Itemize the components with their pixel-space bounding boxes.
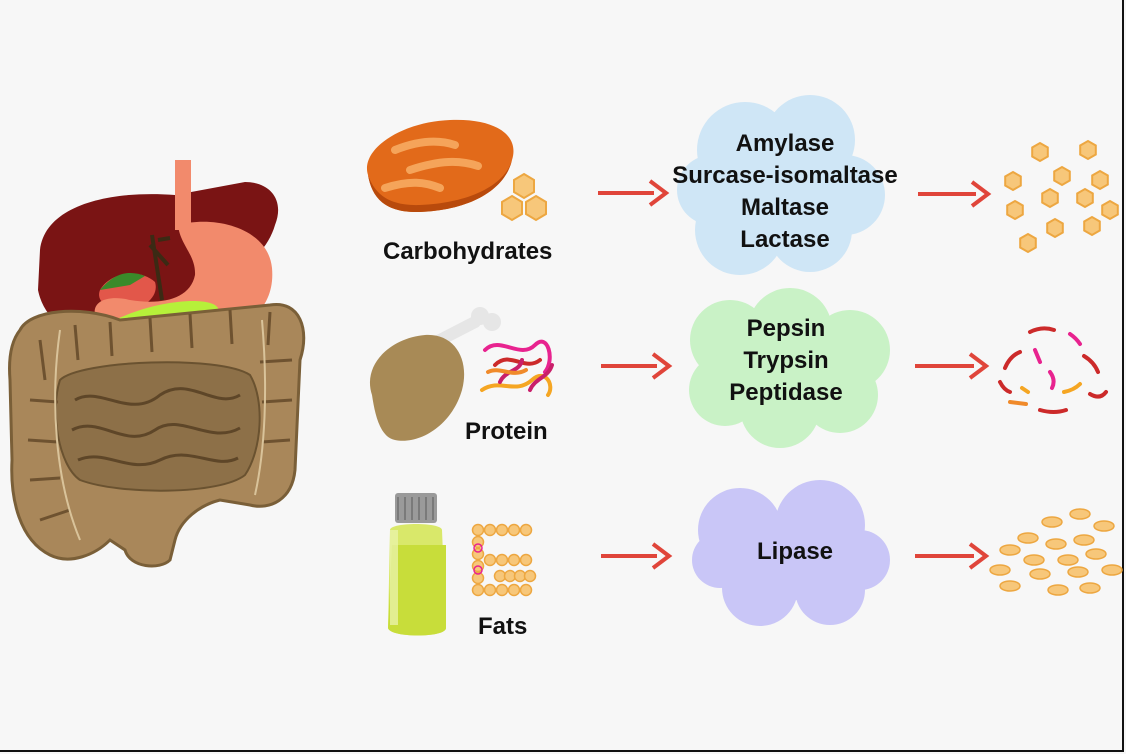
enzyme-maltase: Maltase [740,194,830,221]
sugar-molecule-icon [501,172,547,222]
amino-acid-fragment-11 [1038,408,1068,414]
monosaccharide-8 [1101,199,1119,221]
amino-acid-fragment-5 [1082,354,1100,374]
monosaccharide-1 [1079,139,1097,161]
monosaccharide-4 [1091,169,1109,191]
product-monosaccharides [1004,139,1119,254]
lipid-bead-3 [507,523,521,537]
monosaccharide-10 [1083,215,1101,237]
lipid-bead-0 [471,523,485,537]
monosaccharide-2 [1004,170,1022,192]
lipid-bead-1 [483,523,497,537]
amino-acid-fragment-4 [1048,370,1056,390]
lipid-bead-9 [483,553,497,567]
lipid-head [473,543,483,553]
lipid-bead-13 [471,583,485,597]
enzyme-list-protein: Pepsin Trypsin Peptidase [696,313,876,409]
amino-acid-fragment-9 [1088,390,1108,399]
enzyme-amylase: Amylase [735,130,835,157]
monosaccharide-5 [1041,187,1059,209]
lipid-bead-8 [471,571,485,585]
arrows [598,179,992,570]
enzyme-trypsin: Trypsin [743,347,829,374]
monosaccharide-6 [1076,187,1094,209]
monosaccharide-9 [1046,217,1064,239]
monosaccharide-3 [1053,165,1071,187]
arrow-enzyme-to-product-3 [915,542,990,570]
enzyme-lipase: Lipase [756,538,834,565]
fatty-acid-4 [1045,538,1067,550]
lipid-bead-16 [507,583,521,597]
enzyme-surcase-isomaltase: Surcase-isomaltase [672,162,898,189]
lipid-bead-15 [495,583,509,597]
arrow-nutrient-to-enzyme-3 [601,542,673,570]
amino-acid-fragment-0 [1028,326,1056,334]
monosaccharide-7 [1006,199,1024,221]
arrow-nutrient-to-enzyme-2 [601,352,673,380]
lipid-bead-21 [523,569,537,583]
fatty-acid-chain-icon [471,523,537,597]
enzyme-cloud-3 [692,480,890,626]
enzyme-cloud-1 [677,95,885,275]
amino-acid-fragment-6 [998,380,1012,394]
label-protein: Protein [465,418,548,445]
lipid-bead-11 [507,553,521,567]
lipid-bead-17 [519,583,533,597]
arrow-enzyme-to-product-2 [915,352,990,380]
amino-acid-fragment-10 [1008,400,1028,406]
enzyme-list-fats: Lipase [720,536,870,568]
label-carbohydrates: Carbohydrates [383,238,553,265]
fatty-acid-0 [1041,516,1063,528]
fatty-acid-12 [1067,566,1089,578]
product-amino-acids [998,326,1108,414]
arrow-enzyme-to-product-1 [918,180,992,208]
fatty-acid-13 [1101,564,1123,576]
esophagus [175,160,191,230]
fatty-acid-7 [1023,554,1045,566]
enzyme-list-carbohydrates: Amylase Surcase-isomaltase Maltase Lacta… [656,128,914,256]
enzyme-peptidase: Peptidase [729,379,843,406]
chicken-leg-icon [369,307,501,441]
amino-acid-fragment-7 [1020,386,1030,394]
amino-acid-fragment-3 [1033,348,1042,364]
lipid-bead-4 [519,523,533,537]
liver [38,182,279,336]
fatty-acid-1 [1069,508,1091,520]
label-fats: Fats [478,613,528,640]
fatty-acid-2 [1093,520,1115,532]
lipid-head-2 [473,565,483,575]
digestive-system-illustration [8,160,306,568]
fatty-acid-5 [1073,534,1095,546]
arrow-nutrient-to-enzyme-1 [598,179,670,207]
amino-acid-fragment-8 [1062,382,1082,394]
product-fatty-acids [989,508,1123,596]
fatty-acid-9 [1085,548,1107,560]
fatty-acid-6 [999,544,1021,556]
fatty-acid-16 [1079,582,1101,594]
fatty-acid-10 [989,564,1011,576]
monosaccharide-11 [1019,232,1037,254]
lipid-bead-14 [483,583,497,597]
amino-acid-fragment-1 [1068,332,1082,346]
bread-icon [366,119,514,213]
fatty-acid-14 [999,580,1021,592]
fatty-acid-11 [1029,568,1051,580]
lipid-bead-2 [495,523,509,537]
enzyme-cloud-2 [689,288,890,448]
fatty-acid-3 [1017,532,1039,544]
lipid-bead-12 [519,553,533,567]
enzyme-lactase: Lactase [740,226,830,253]
fatty-acid-8 [1057,554,1079,566]
oil-bottle-icon [388,493,446,636]
enzyme-pepsin: Pepsin [746,315,826,342]
fatty-acid-15 [1047,584,1069,596]
protein-structure-icon [480,339,554,397]
lipid-bead-10 [495,553,509,567]
amino-acid-fragment-2 [1003,350,1022,370]
monosaccharide-0 [1031,141,1049,163]
